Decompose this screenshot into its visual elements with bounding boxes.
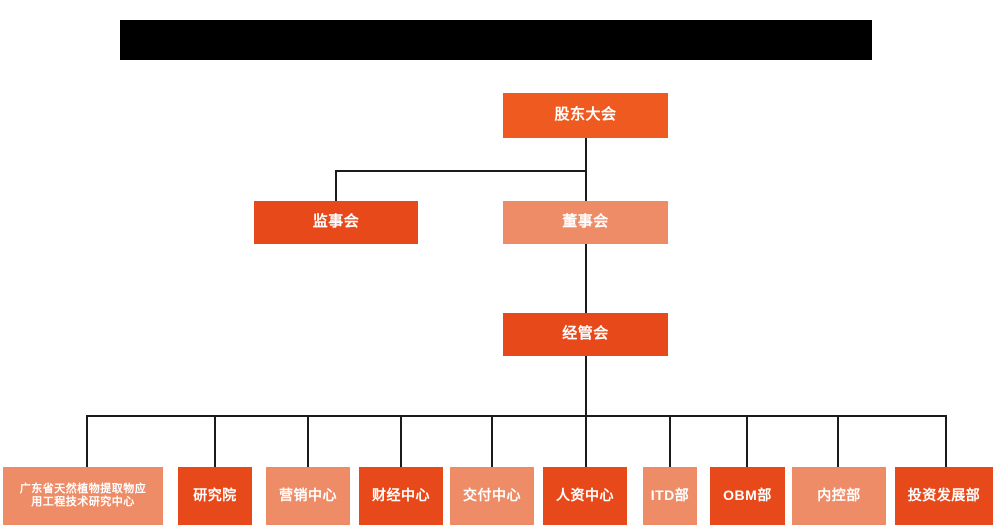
connector-drop-dept-10 [945, 415, 947, 467]
node-label: 广东省天然植物提取物应 用工程技术研究中心 [3, 483, 163, 510]
node-label: 研究院 [193, 487, 237, 504]
node-dept-obm[interactable]: OBM部 [710, 467, 785, 525]
node-dept-investment-development[interactable]: 投资发展部 [895, 467, 993, 525]
connector-level1-bus [335, 170, 587, 172]
connector-drop-dept-9 [837, 415, 839, 467]
node-dept-hr-center[interactable]: 人资中心 [543, 467, 627, 525]
node-dept-marketing-center[interactable]: 营销中心 [266, 467, 350, 525]
connector-drop-dept-1 [86, 415, 88, 467]
connector-drop-dept-4 [400, 415, 402, 467]
node-label: ITD部 [650, 487, 690, 504]
node-label: 人资中心 [556, 487, 614, 504]
connector-drop-dept-7 [669, 415, 671, 467]
connector-drop-dept-3 [307, 415, 309, 467]
node-dept-delivery-center[interactable]: 交付中心 [450, 467, 534, 525]
node-dept-research-institute[interactable]: 研究院 [178, 467, 252, 525]
connector-departments-bus [86, 415, 946, 417]
connector-drop-directors [585, 170, 587, 202]
node-label: 投资发展部 [907, 487, 981, 504]
node-management-committee[interactable]: 经管会 [503, 313, 668, 356]
node-dept-itd[interactable]: ITD部 [643, 467, 697, 525]
connector-drop-supervisors [335, 170, 337, 202]
node-label-line1: 广东省天然植物提取物应 [19, 482, 147, 495]
node-label: 营销中心 [279, 487, 337, 504]
connector-shareholders-down [585, 138, 587, 172]
connector-management-down [585, 356, 587, 416]
node-label: 监事会 [312, 213, 360, 231]
node-label: 财经中心 [372, 487, 430, 504]
connector-drop-dept-6 [585, 415, 587, 467]
node-label-line2: 用工程技术研究中心 [31, 496, 135, 508]
node-dept-guangdong-research-center[interactable]: 广东省天然植物提取物应 用工程技术研究中心 [3, 467, 163, 525]
redacted-title-bar [120, 20, 872, 60]
connector-directors-to-management [585, 243, 587, 313]
node-dept-internal-control[interactable]: 内控部 [792, 467, 886, 525]
node-label: 交付中心 [463, 487, 521, 504]
connector-drop-dept-2 [214, 415, 216, 467]
node-label: 董事会 [562, 213, 609, 231]
connector-drop-dept-5 [491, 415, 493, 467]
node-label: OBM部 [723, 487, 772, 504]
node-label: 经管会 [562, 325, 609, 343]
node-shareholders-meeting[interactable]: 股东大会 [503, 93, 668, 138]
node-label: 股东大会 [554, 106, 617, 124]
connector-drop-dept-8 [746, 415, 748, 467]
node-board-of-directors[interactable]: 董事会 [503, 201, 668, 244]
node-label: 内控部 [817, 487, 861, 504]
node-dept-finance-center[interactable]: 财经中心 [359, 467, 443, 525]
node-board-of-supervisors[interactable]: 监事会 [254, 201, 418, 244]
